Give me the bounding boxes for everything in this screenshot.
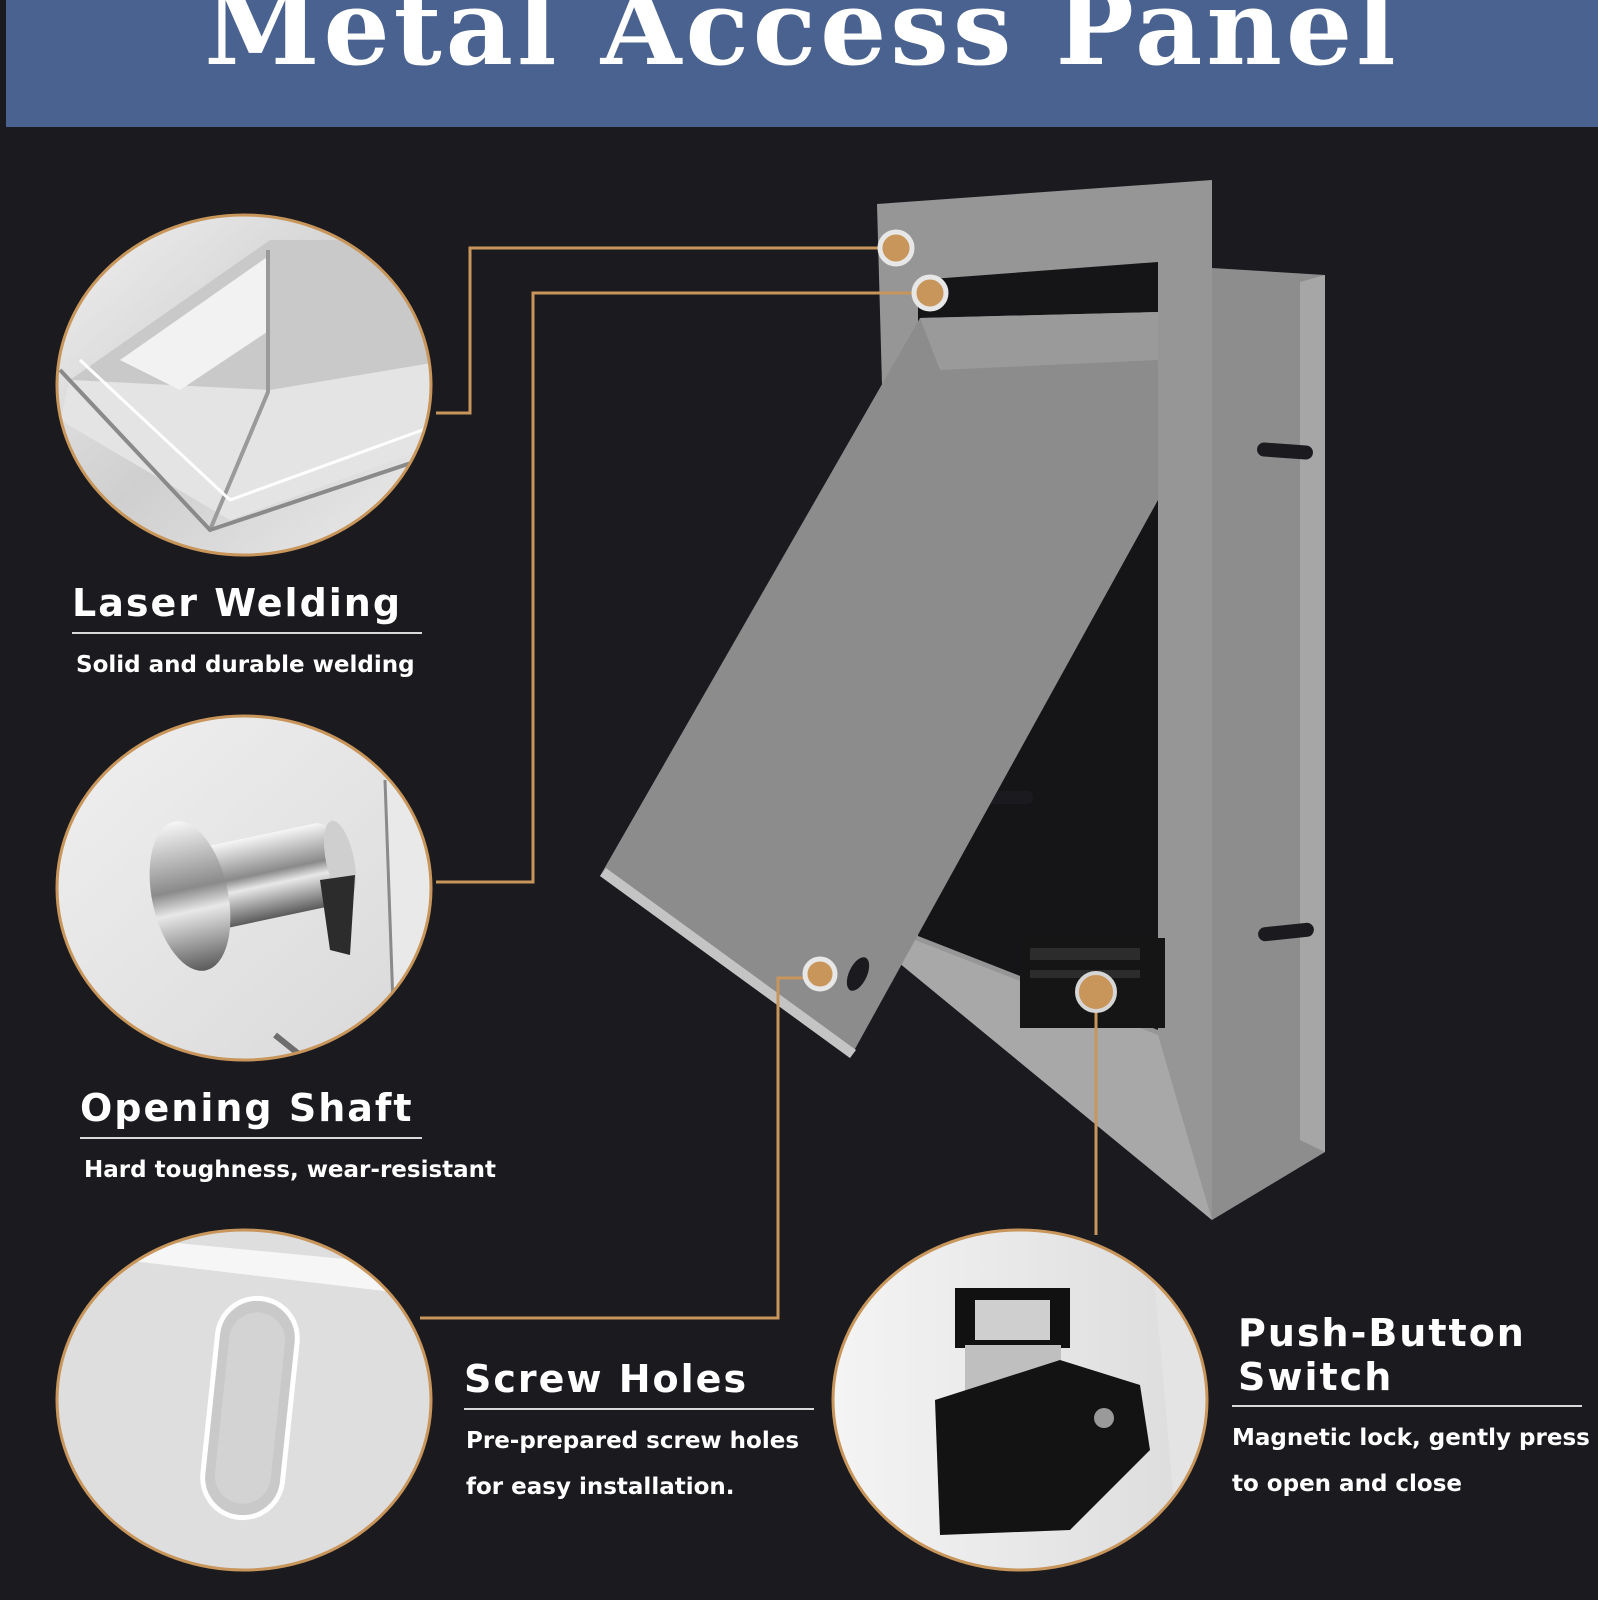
callout-dot-shaft (911, 274, 949, 312)
flange-slot-bottom (1258, 922, 1314, 942)
door-hinge-hole (846, 957, 870, 991)
feature-title-push-button-line1: Push-Button (1238, 1311, 1526, 1355)
callout-dot-switch (1075, 971, 1117, 1013)
feature-laser-welding: Laser Welding Solid and durable welding (72, 581, 422, 688)
callout-line-weld (436, 246, 896, 415)
weld-corner-photo (55, 213, 433, 557)
feature-title-opening-shaft: Opening Shaft (80, 1086, 414, 1130)
feature-desc-laser-welding: Solid and durable welding (76, 651, 415, 678)
access-panel-image (600, 180, 1325, 1220)
feature-desc-opening-shaft: Hard toughness, wear-resistant (84, 1156, 497, 1183)
divider (464, 1407, 814, 1410)
divider (1232, 1405, 1582, 1408)
hinge-pin-photo (55, 714, 433, 1062)
panel-sill (898, 936, 1212, 1220)
slot-hole-photo (55, 1228, 433, 1572)
feature-title-push-button: Push-Button Switch (1238, 1311, 1590, 1405)
page-title: Metal Access Panel (204, 0, 1400, 89)
panel-door-edge (600, 868, 856, 1058)
header-banner: Metal Access Panel (6, 0, 1598, 127)
panel-back-flange-edge (1300, 275, 1325, 1152)
divider (72, 631, 422, 634)
feature-screw-holes: Screw Holes Pre-prepared screw holes for… (464, 1357, 814, 1510)
feature-desc-screw-holes-2: for easy installation. (466, 1473, 735, 1500)
feature-push-button-switch: Push-Button Switch Magnetic lock, gently… (1232, 1311, 1590, 1507)
feature-title-screw-holes: Screw Holes (464, 1357, 749, 1401)
feature-desc-push-button-2: to open and close (1232, 1471, 1463, 1498)
panel-back-flange (1212, 268, 1325, 1220)
callout-lines (420, 246, 1098, 1320)
callout-line-shaft (436, 291, 930, 884)
panel-door (600, 312, 1158, 1058)
callout-dot-weld (877, 229, 915, 267)
feature-opening-shaft: Opening Shaft Hard toughness, wear-resis… (80, 1086, 497, 1193)
feature-desc-screw-holes-1: Pre-prepared screw holes (466, 1427, 800, 1454)
inner-slot (985, 791, 1033, 804)
callout-dot-screw (802, 956, 838, 992)
magnetic-latch-photo (831, 1228, 1209, 1572)
flange-slot-top (1257, 442, 1313, 460)
divider (80, 1136, 422, 1139)
feature-desc-push-button-1: Magnetic lock, gently press (1232, 1425, 1590, 1452)
callout-dots (802, 229, 1117, 1013)
feature-title-push-button-line2: Switch (1238, 1354, 1394, 1399)
callout-line-screw (420, 976, 820, 1320)
feature-title-laser-welding: Laser Welding (72, 581, 403, 625)
panel-door-highlight (920, 312, 1158, 370)
